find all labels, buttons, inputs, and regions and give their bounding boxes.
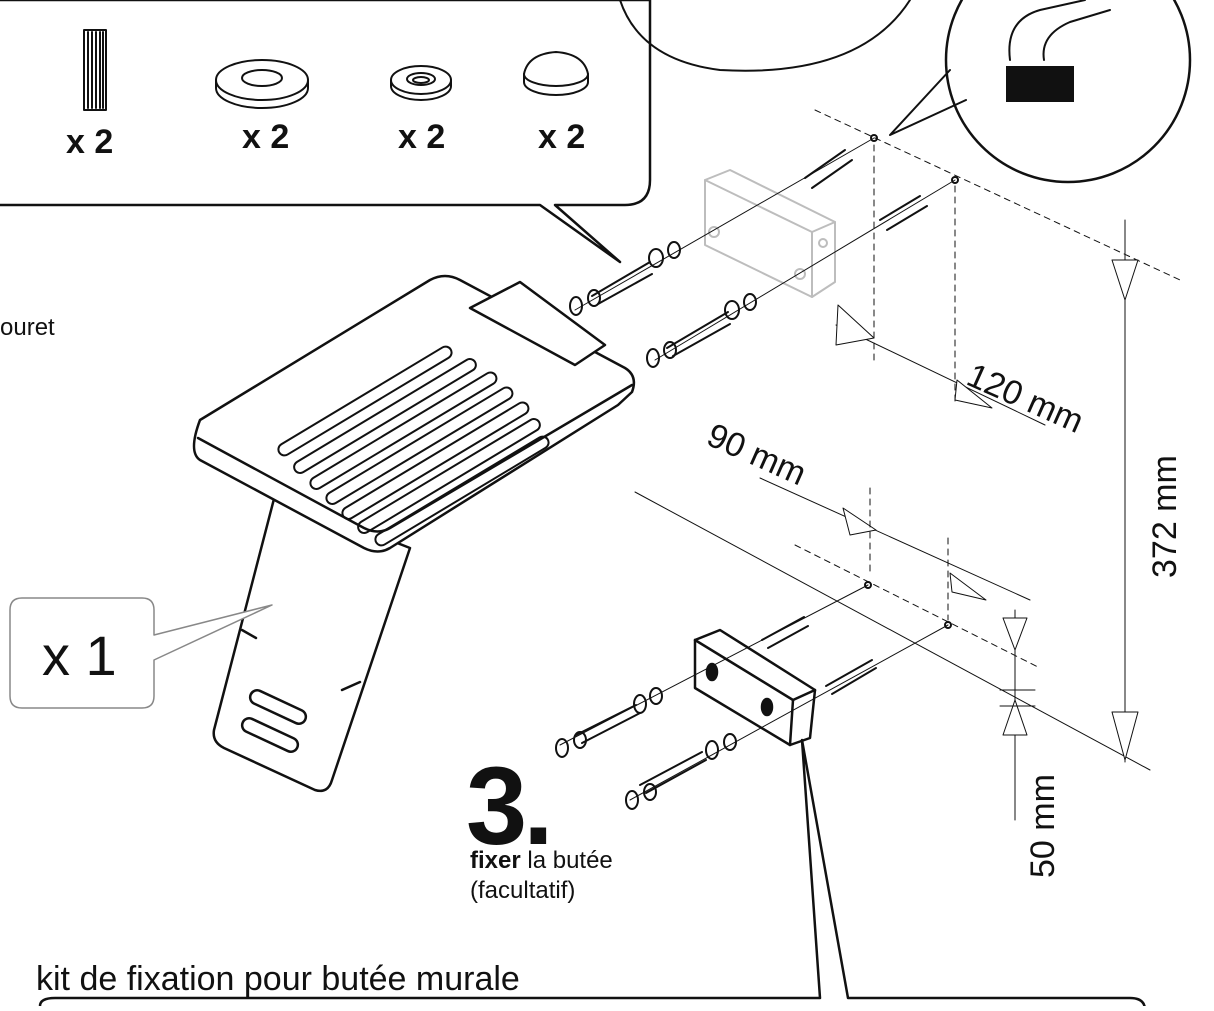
small-washer-icon: [390, 65, 452, 101]
small-washer-quantity: x 2: [398, 118, 446, 156]
step-number: 3.: [466, 745, 554, 868]
screw-cap-icon: [523, 51, 589, 96]
dowel-quantity: x 2: [66, 123, 114, 161]
dimension-50mm: 50 mm: [1024, 774, 1062, 878]
partial-caption: ouret: [0, 314, 55, 341]
stop-bracket: [693, 628, 817, 747]
lower-fixings: [555, 581, 952, 810]
step-note: (facultatif): [470, 877, 576, 904]
upper-bracket: [704, 169, 836, 298]
parts-callout-bubble: [0, 0, 652, 264]
step-verb: fixer: [470, 847, 521, 874]
large-washer-quantity: x 2: [242, 118, 290, 156]
step-caption: fixer la butée (facultatif): [470, 846, 613, 906]
large-washer-icon: [215, 59, 309, 109]
seat-callout-box: [9, 597, 273, 709]
screw-cap-quantity: x 2: [538, 118, 586, 156]
dowel-icon: [83, 29, 107, 111]
dimension-372mm: 372 mm: [1146, 455, 1184, 578]
seat-quantity: x 1: [42, 624, 117, 687]
folding-seat: [192, 274, 636, 793]
kit-title: kit de fixation pour butée murale: [36, 960, 520, 998]
drill-zoom-bubble: [619, 0, 1192, 184]
step-object: la butée: [520, 847, 613, 874]
upper-fixings: [569, 134, 959, 368]
dimension-lines: [634, 109, 1181, 821]
